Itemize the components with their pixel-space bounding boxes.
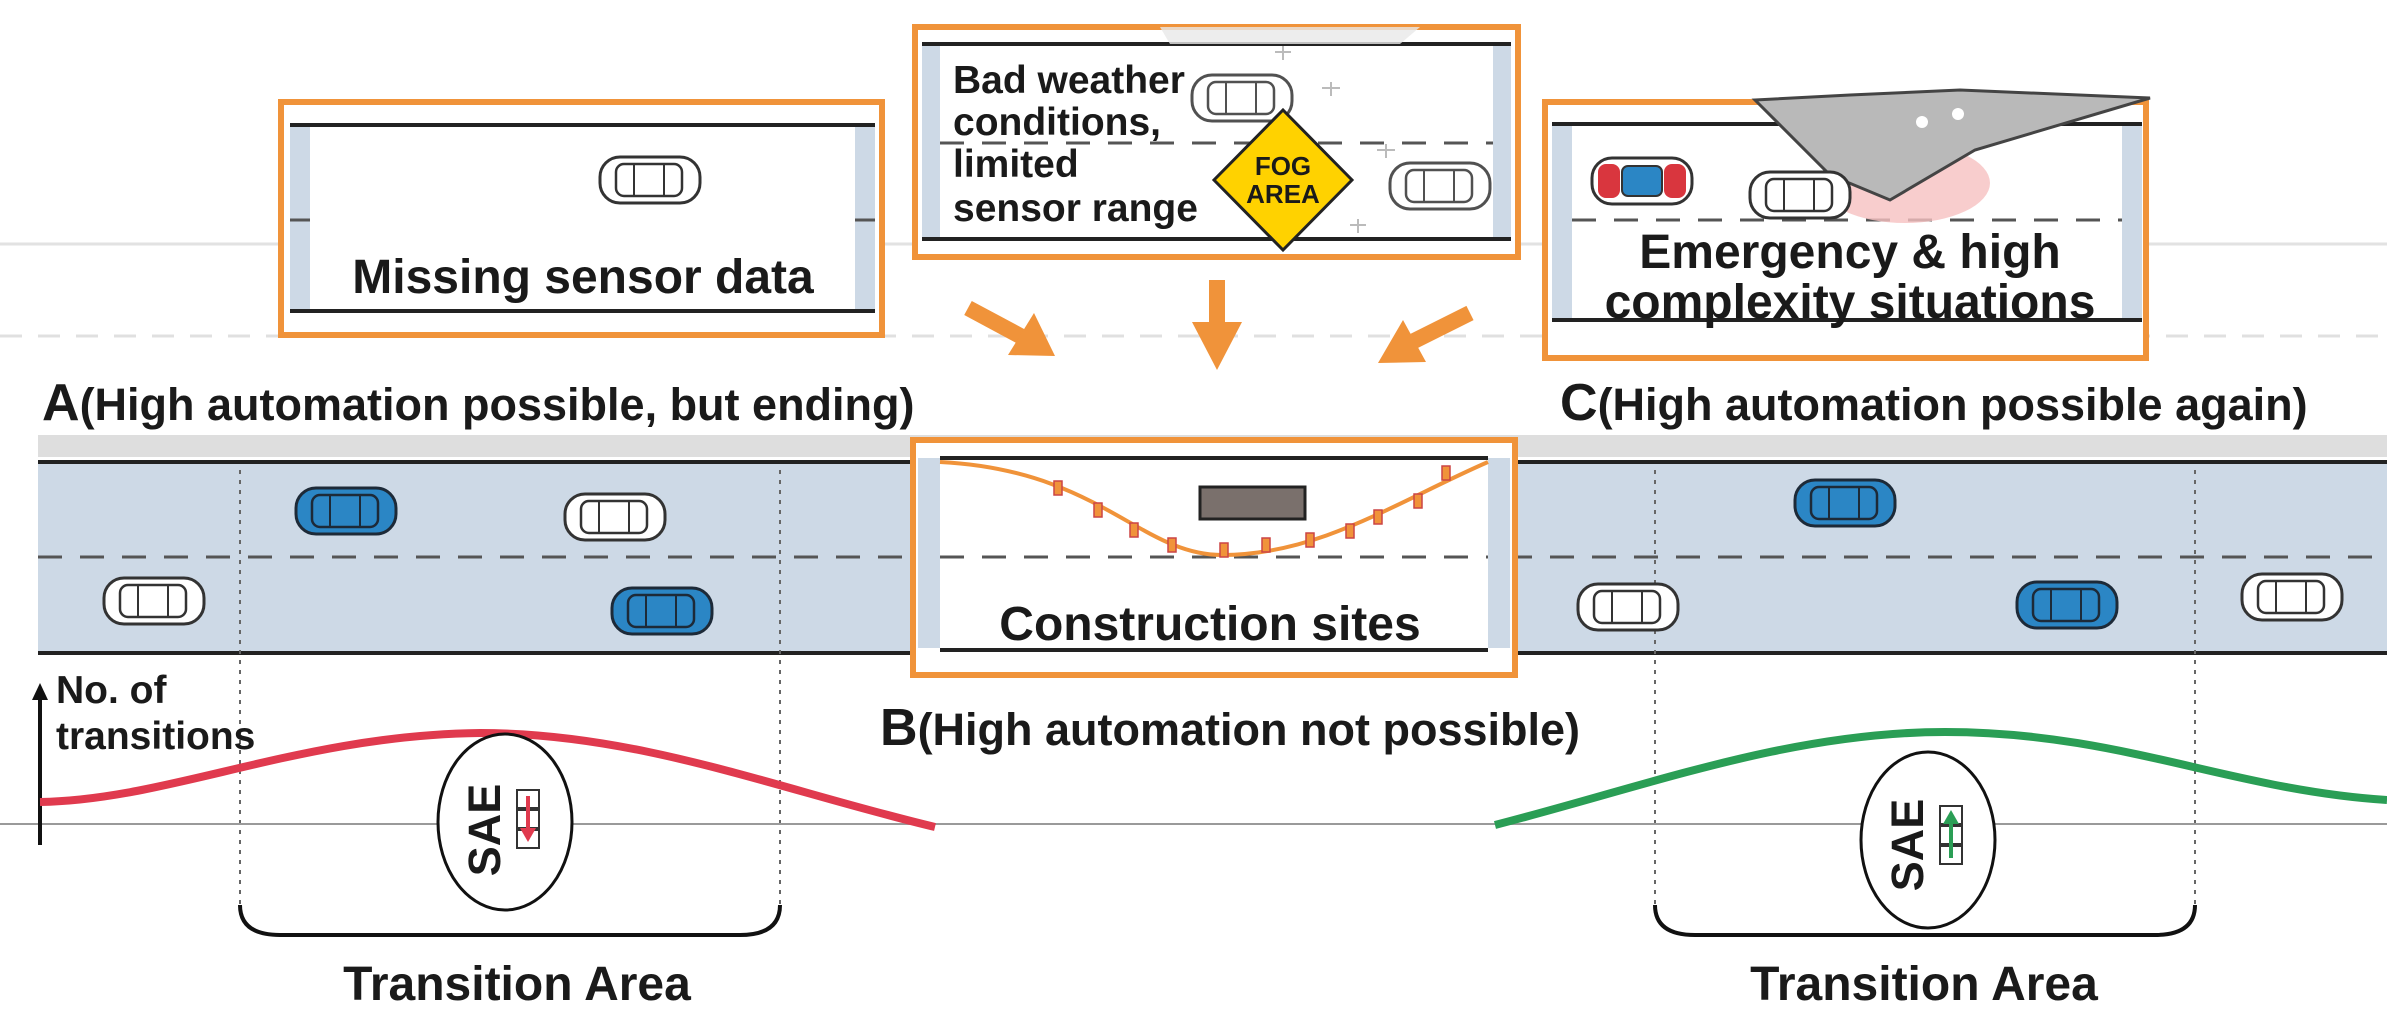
green-transitions-curve	[1494, 727, 2387, 829]
car-icon	[1576, 582, 1680, 632]
section-a-text: (High automation possible, but ending)	[80, 379, 915, 430]
bad-weather-line4: sensor range	[953, 187, 1198, 230]
car-icon	[1388, 161, 1492, 211]
emergency-line1: Emergency & high	[1639, 226, 2060, 279]
axis-arrow-icon	[32, 683, 48, 700]
car-icon	[2240, 572, 2344, 622]
car-icon	[1748, 170, 1852, 220]
section-a-letter: A	[42, 374, 80, 432]
fog-sign-line2: AREA	[1246, 179, 1320, 209]
car-icon	[563, 492, 667, 542]
level-down-icon	[516, 789, 540, 849]
car-icon	[1793, 478, 1897, 528]
section-c-letter: C	[1560, 374, 1598, 432]
section-b-letter: B	[880, 699, 918, 757]
red-transitions-curve	[39, 728, 936, 831]
transition-area-label-left: Transition Area	[343, 958, 691, 1011]
car-icon	[610, 586, 714, 636]
missing-sensor-label: Missing sensor data	[352, 251, 814, 304]
section-b-heading: B(High automation not possible)	[880, 699, 1580, 757]
bad-weather-line2: conditions,	[953, 101, 1161, 144]
transitions-axis: No. of transitions	[0, 669, 2387, 845]
traffic-cones	[1053, 465, 1451, 558]
car-icon	[102, 576, 206, 626]
emergency-vehicle-icon	[1590, 156, 1694, 206]
fog-sign-line1: FOG	[1255, 151, 1311, 181]
level-up-icon	[1939, 805, 1963, 865]
transition-area-label-right: Transition Area	[1750, 958, 2098, 1011]
arrow-down-icon	[1192, 280, 1242, 370]
bad-weather-line1: Bad weather	[953, 59, 1185, 102]
y-axis-label-line2: transitions	[56, 715, 255, 758]
construction-sites-box: Construction sites	[910, 437, 1518, 678]
emergency-box: Emergency & high complexity situations	[1542, 88, 2151, 361]
sae-increase-badge: SAE	[1859, 750, 1997, 930]
car-icon	[294, 486, 398, 536]
section-a-heading: A(High automation possible, but ending)	[42, 374, 915, 432]
construction-vehicle	[1198, 485, 1307, 521]
sae-decrease-badge: SAE	[436, 732, 574, 912]
fog-sign-icon: FOG AREA	[1211, 107, 1355, 253]
sae-label-right: SAE	[1882, 799, 1933, 892]
arrows	[964, 280, 1474, 370]
transition-brace-right	[1653, 904, 2197, 937]
bad-weather-box: Bad weather conditions, limited sensor r…	[912, 24, 1521, 260]
section-b-text: (High automation not possible)	[918, 704, 1580, 755]
transition-boundaries	[239, 470, 2196, 905]
fog-particles	[1275, 46, 1395, 233]
bad-weather-line3: limited	[953, 143, 1079, 186]
car-icon	[2015, 580, 2119, 630]
arrow-down-right-icon	[964, 300, 1055, 356]
arrow-down-left-icon	[1378, 305, 1474, 363]
transition-brace-left	[238, 904, 782, 937]
construction-label: Construction sites	[999, 598, 1420, 651]
car-icon	[598, 155, 702, 205]
section-c-heading: C(High automation possible again)	[1560, 374, 2308, 432]
emergency-line2: complexity situations	[1605, 276, 2096, 329]
missing-sensor-box: Missing sensor data	[278, 99, 885, 338]
sae-label-left: SAE	[459, 784, 510, 877]
y-axis-label-line1: No. of	[56, 669, 167, 712]
section-c-text: (High automation possible again)	[1598, 379, 2308, 430]
